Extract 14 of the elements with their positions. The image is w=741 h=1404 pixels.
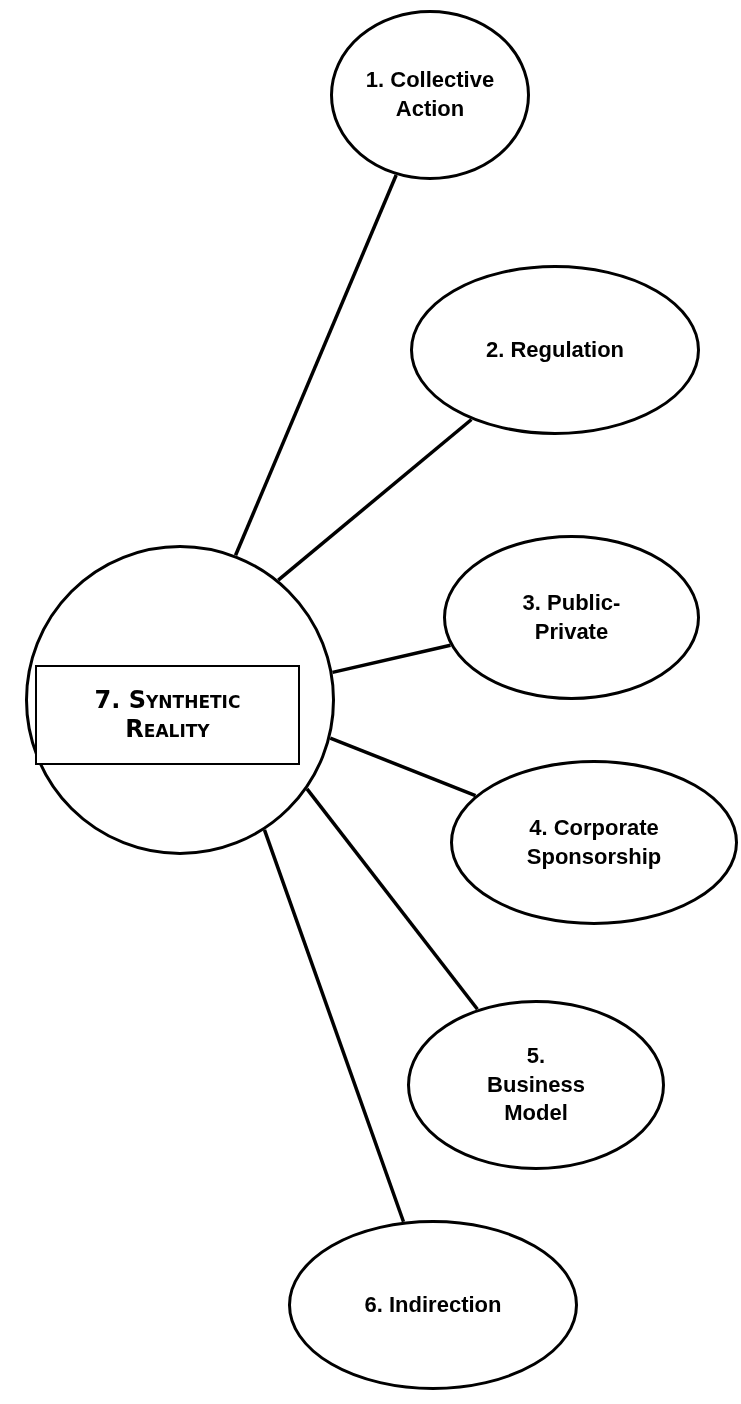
node-label: 1. Collective Action xyxy=(364,66,496,123)
node-label: 2. Regulation xyxy=(485,335,625,364)
connector-line xyxy=(305,787,479,1011)
node-label: 4. Corporate Sponsorship xyxy=(525,813,663,871)
text-box xyxy=(35,665,300,765)
node-label: 3. Public- Private xyxy=(521,588,622,646)
connector-line xyxy=(329,736,477,798)
node-label: 7. Synthetic Reality xyxy=(93,686,242,744)
node-label: 5. Business Model xyxy=(486,1042,586,1128)
node-label: 6. Indirection xyxy=(364,1290,502,1319)
connector-line xyxy=(262,829,406,1223)
connector-line xyxy=(332,643,451,675)
connector-line xyxy=(233,174,398,556)
connector-line xyxy=(277,418,473,582)
